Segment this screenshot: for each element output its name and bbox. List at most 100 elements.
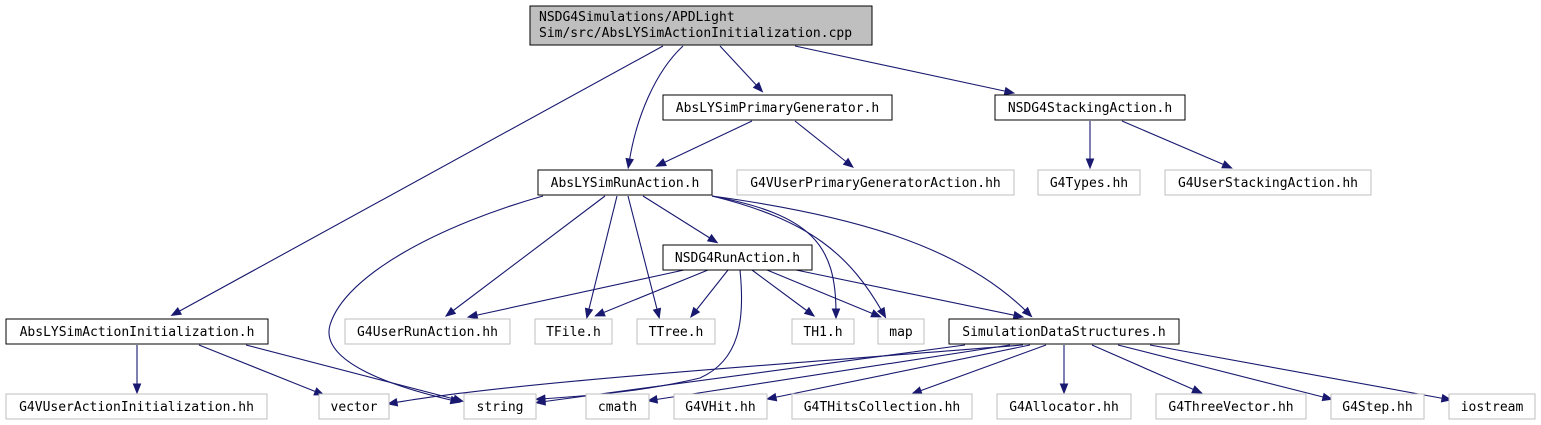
node-cmath[interactable]: cmath	[585, 393, 650, 420]
node-nsdg4-stacking-action[interactable]: NSDG4StackingAction.h	[994, 94, 1186, 121]
edge-absLYSimRunAction-to-th1	[711, 195, 837, 314]
edge-root-to-nsdg4StackingAction	[794, 45, 1010, 93]
edge-absLYSimRunAction-to-tTree	[627, 195, 659, 314]
node-label: G4VHit.hh	[685, 400, 755, 415]
node-abslysim-primary-generator[interactable]: AbsLYSimPrimaryGenerator.h	[662, 94, 893, 121]
node-simulation-data-structures[interactable]: SimulationDataStructures.h	[948, 318, 1180, 345]
edge-arrowhead	[876, 306, 887, 319]
edge-absLYSimPrimaryGenerator-to-g4VUserPrimaryGeneratorAction	[794, 120, 850, 165]
edge-simulationDataStructures-to-g4THitsCollection	[916, 344, 1047, 393]
edge-nsdg4RunAction-to-g4UserRunAction	[472, 269, 685, 317]
edge-arrowhead	[594, 308, 606, 317]
edge-arrowhead	[1012, 310, 1025, 320]
node-label: G4ThreeVector.hh	[1168, 400, 1293, 415]
node-tfile[interactable]: TFile.h	[534, 318, 613, 345]
edge-nsdg4RunAction-to-map	[766, 269, 877, 316]
node-abslysim-action-initialization[interactable]: AbsLYSimActionInitialization.h	[5, 318, 269, 345]
node-label: iostream	[1461, 400, 1524, 415]
node-label: AbsLYSimPrimaryGenerator.h	[676, 101, 880, 116]
edge-simulationDataStructures-to-g4VHit	[771, 344, 1031, 399]
edge-simulationDataStructures-to-g4ThreeVector	[1091, 344, 1198, 392]
node-label: AbsLYSimRunAction.h	[551, 176, 700, 191]
node-label: TFile.h	[546, 325, 601, 340]
edge-arrowhead	[842, 157, 854, 168]
node-label: string	[477, 400, 524, 415]
node-g4vuser-action-initialization[interactable]: G4VUserActionInitialization.hh	[5, 393, 268, 420]
node-g4types[interactable]: G4Types.hh	[1037, 169, 1141, 196]
node-label: NSDG4RunAction.h	[675, 251, 800, 266]
node-vector[interactable]: vector	[318, 393, 390, 420]
edge-absLYSimRunAction-to-string	[328, 195, 544, 402]
edge-nsdg4RunAction-to-tFile	[599, 269, 709, 315]
edge-absLYSimActionInitialization-to-vector	[198, 344, 320, 394]
node-map[interactable]: map	[877, 318, 925, 345]
edge-arrowhead	[752, 81, 764, 93]
edge-arrowhead	[1085, 158, 1095, 170]
node-label: G4UserStackingAction.hh	[1178, 176, 1358, 191]
node-label: vector	[331, 400, 378, 415]
edge-arrowhead	[1321, 392, 1334, 402]
edge-absLYSimActionInitialization-to-string	[245, 344, 459, 401]
edge-arrowhead	[534, 397, 547, 406]
edge-simulationDataStructures-to-string	[540, 344, 966, 403]
edge-arrowhead	[625, 157, 635, 170]
edge-absLYSimRunAction-to-map	[711, 195, 884, 314]
edge-arrowhead	[690, 306, 701, 318]
edge-arrowhead	[466, 310, 479, 320]
node-g4three-vector[interactable]: G4ThreeVector.hh	[1155, 393, 1307, 420]
edge-absLYSimRunAction-to-nsdg4RunAction	[642, 195, 714, 241]
edge-arrowhead	[706, 233, 719, 244]
root-file-label-line-1: NSDG4Simulations/APDLight	[539, 10, 735, 25]
edge-simulationDataStructures-to-vector	[392, 344, 1024, 404]
edge-arrowhead	[1021, 306, 1033, 318]
node-g4vuser-primary-generator-action[interactable]: G4VUserPrimaryGeneratorAction.hh	[736, 169, 1015, 196]
node-root-file[interactable]: NSDG4Simulations/APDLight Sim/src/AbsLYS…	[529, 5, 873, 46]
edge-nsdg4StackingAction-to-g4UserStackingAction	[1121, 120, 1228, 167]
node-label: G4UserRunAction.hh	[357, 325, 498, 340]
node-string[interactable]: string	[463, 393, 537, 420]
node-g4step[interactable]: G4Step.hh	[1330, 393, 1425, 420]
node-g4user-stacking-action[interactable]: G4UserStackingAction.hh	[1164, 169, 1372, 196]
edge-arrowhead	[452, 394, 465, 404]
node-label: G4Allocator.hh	[1009, 400, 1119, 415]
node-ttree[interactable]: TTree.h	[636, 318, 716, 345]
node-label: G4VUserPrimaryGeneratorAction.hh	[750, 176, 1000, 191]
edge-arrowhead	[1003, 86, 1016, 96]
edge-arrowhead	[1059, 383, 1069, 395]
edge-arrowhead	[831, 308, 841, 320]
node-label: SimulationDataStructures.h	[962, 325, 1166, 340]
edge-absLYSimRunAction-to-g4UserRunAction	[449, 195, 606, 314]
edge-root-to-absLYSimActionInitialization	[175, 45, 664, 314]
node-g4allocator[interactable]: G4Allocator.hh	[996, 393, 1132, 420]
node-nsdg4-run-action[interactable]: NSDG4RunAction.h	[662, 244, 813, 271]
edge-absLYSimPrimaryGenerator-to-absLYSimRunAction	[660, 120, 753, 165]
node-iostream[interactable]: iostream	[1448, 393, 1536, 420]
node-abslysim-run-action[interactable]: AbsLYSimRunAction.h	[537, 169, 713, 196]
edge-arrowhead	[584, 307, 594, 320]
edge-simulationDataStructures-to-iostream	[1149, 344, 1447, 400]
edge-root-to-absLYSimPrimaryGenerator	[719, 45, 760, 89]
edge-absLYSimRunAction-to-simulationDataStructures	[711, 195, 1029, 314]
edge-arrowhead	[1221, 160, 1233, 169]
edge-simulationDataStructures-to-g4Step	[1117, 344, 1328, 399]
node-label: G4VUserActionInitialization.hh	[19, 400, 254, 415]
edge-arrowhead	[132, 383, 142, 395]
edge-root-to-absLYSimRunAction	[628, 45, 684, 164]
node-label: AbsLYSimActionInitialization.h	[20, 325, 255, 340]
node-label: map	[889, 325, 913, 340]
edge-arrowhead	[765, 392, 778, 402]
node-g4user-run-action[interactable]: G4UserRunAction.hh	[344, 318, 511, 345]
node-label: NSDG4StackingAction.h	[1008, 101, 1172, 116]
dependency-edges	[132, 45, 1453, 407]
edge-arrowhead	[1191, 385, 1203, 394]
edge-arrowhead	[386, 397, 399, 407]
node-label: G4Step.hh	[1342, 400, 1412, 415]
node-g4thits-collection[interactable]: G4THitsCollection.hh	[791, 393, 973, 420]
root-file-label-line-2: Sim/src/AbsLYSimActionInitialization.cpp	[539, 26, 852, 41]
edge-arrowhead	[803, 306, 816, 317]
node-g4vhit[interactable]: G4VHit.hh	[673, 393, 768, 420]
node-label: cmath	[598, 400, 637, 415]
edge-arrowhead	[911, 386, 923, 395]
node-th1[interactable]: TH1.h	[791, 318, 855, 345]
edge-nsdg4RunAction-to-tTree	[693, 269, 729, 314]
